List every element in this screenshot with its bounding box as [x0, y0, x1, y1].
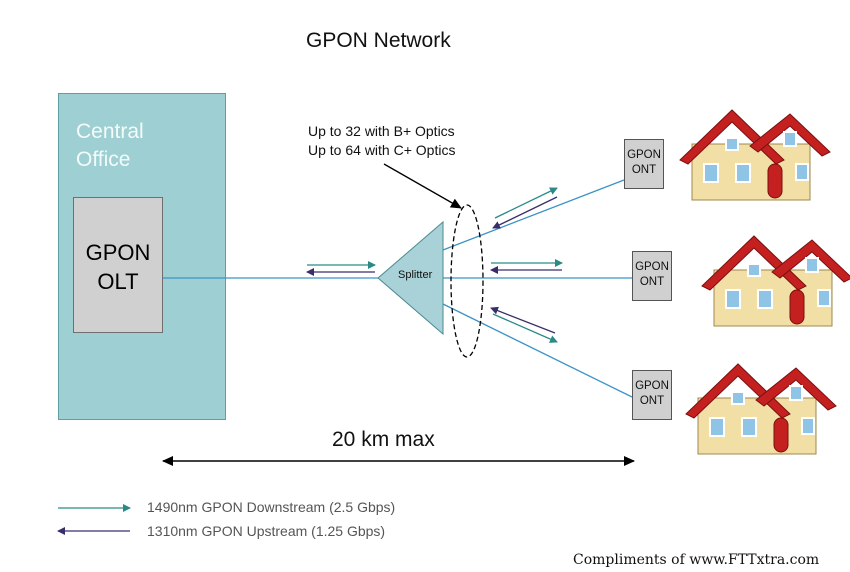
house-icon [685, 363, 837, 455]
distance-label: 20 km max [332, 428, 435, 451]
olt-label: GPON OLT [73, 238, 163, 296]
note-pointer-arrow [383, 163, 462, 209]
ont-label-line2: ONT [639, 395, 665, 407]
ont-box-1: GPON ONT [624, 139, 664, 189]
ont-box-2: GPON ONT [632, 251, 672, 301]
ont-label-line1: GPON [635, 380, 669, 392]
central-office-label-line1: Central [76, 120, 144, 143]
central-office-label-line2: Office [76, 148, 131, 171]
ont-label-line2: ONT [631, 164, 657, 176]
splitter-label: Splitter [398, 269, 433, 281]
house-icon [701, 235, 850, 327]
ont-label-line1: GPON [627, 149, 661, 161]
credit-text: Compliments of www.FTTxtra.com [573, 552, 820, 568]
splitter-note-line2: Up to 64 with C+ Optics [308, 142, 456, 158]
downstream-arrow-branch-3 [492, 313, 558, 343]
splitter-note: Up to 32 with B+ Optics Up to 64 with C+… [308, 122, 455, 160]
legend-downstream-label: 1490nm GPON Downstream (2.5 Gbps) [147, 499, 396, 515]
splitter-note-line1: Up to 32 with B+ Optics [308, 123, 455, 139]
legend-upstream-label: 1310nm GPON Upstream (1.25 Gbps) [147, 523, 386, 539]
olt-label-line2: OLT [97, 269, 139, 294]
olt-box [73, 197, 163, 333]
split-group-ellipse [450, 204, 484, 358]
upstream-arrow-branch-1 [492, 196, 558, 229]
house-icon [679, 109, 831, 201]
ont-label-line2: ONT [639, 276, 665, 288]
olt-label-line1: GPON [85, 240, 151, 265]
fiber-splitter-to-ont-1 [442, 179, 625, 251]
upstream-arrow-branch-3 [490, 306, 556, 334]
central-office-label: Central Office [76, 118, 196, 174]
downstream-arrow-branch-1 [494, 187, 558, 219]
ont-box-3: GPON ONT [632, 370, 672, 420]
splitter-shape [377, 220, 444, 336]
fiber-splitter-to-ont-3 [442, 303, 633, 398]
diagram-title: GPON Network [306, 29, 451, 52]
ont-label-line1: GPON [635, 261, 669, 273]
